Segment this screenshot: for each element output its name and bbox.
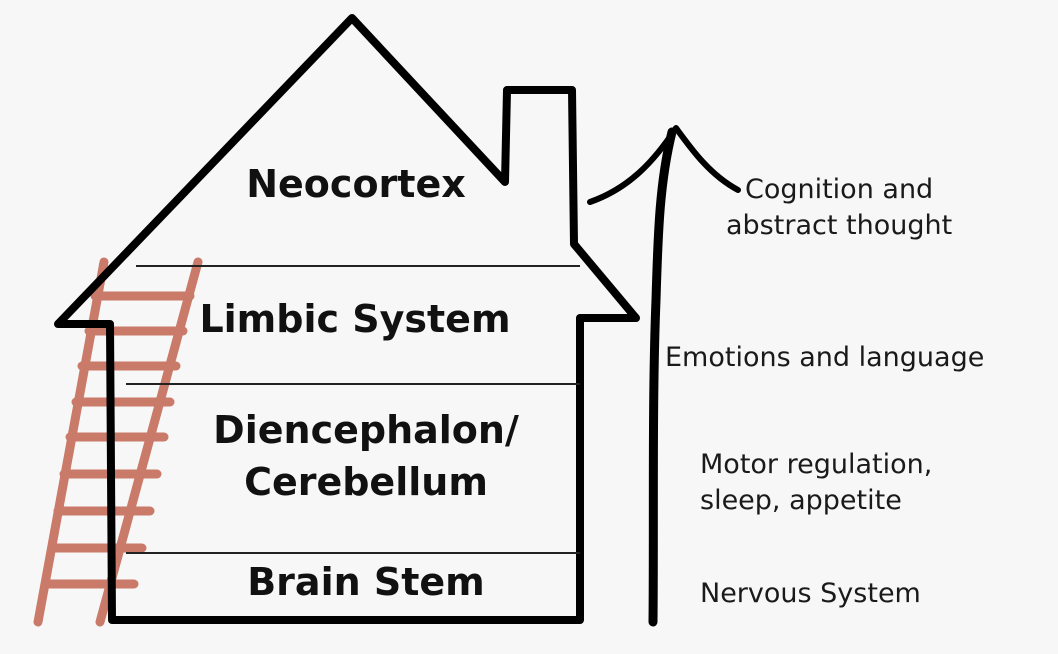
description-nervous-system-line1: Nervous System: [700, 578, 921, 609]
description-cognition: Cognition and abstract thought: [726, 172, 952, 245]
layer-label-diencephalon: Diencephalon/: [213, 408, 519, 452]
description-emotions: Emotions and language: [665, 340, 984, 376]
description-motor-line2: sleep, appetite: [700, 485, 902, 517]
arrow-up-icon: [587, 125, 741, 627]
ladder-icon: [33, 257, 203, 627]
layer-label-limbic-system: Limbic System: [199, 297, 511, 341]
layer-label-diencephalon-cerebellum: Diencephalon/ Cerebellum: [176, 408, 556, 505]
house-outline: [54, 14, 640, 624]
description-cognition-line2: abstract thought: [726, 210, 953, 242]
description-motor: Motor regulation, sleep, appetite: [700, 447, 932, 520]
layer-label-brain-stem: Brain Stem: [247, 560, 485, 604]
description-emotions-line1: Emotions and language: [665, 342, 985, 373]
description-motor-line1: Motor regulation,: [700, 449, 933, 480]
description-cognition-line1: Cognition and: [744, 174, 934, 205]
layer-label-neocortex: Neocortex: [246, 162, 466, 206]
layer-label-cerebellum: Cerebellum: [244, 459, 488, 504]
description-nervous-system: Nervous System: [700, 576, 921, 612]
